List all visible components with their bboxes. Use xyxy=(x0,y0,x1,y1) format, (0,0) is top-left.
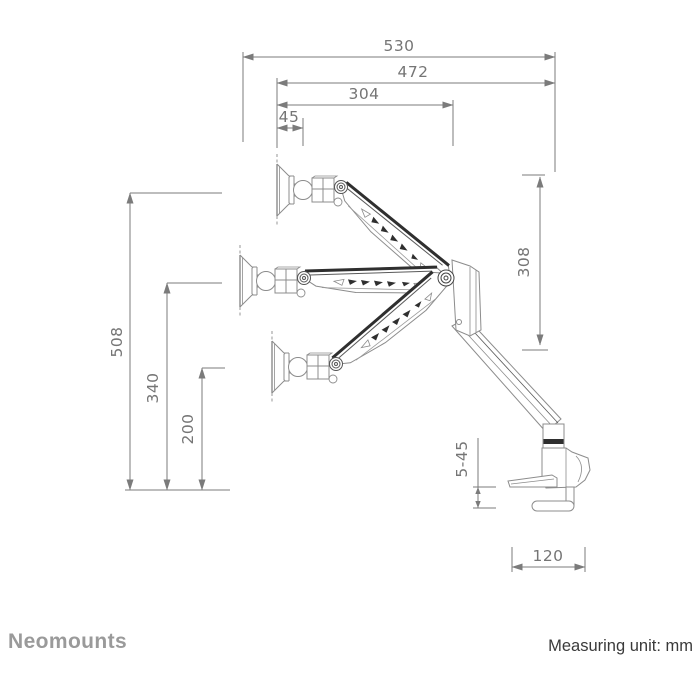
dim-vertical-range: 308 xyxy=(515,246,533,277)
dim-mid-height: 340 xyxy=(144,372,162,403)
dimension-lines xyxy=(126,53,586,571)
dim-clamp-range: 5-45 xyxy=(453,440,471,477)
monitor-head-lowered-position xyxy=(271,330,344,404)
dimension-labels: 530 472 304 45 120 508 340 200 308 5-45 xyxy=(108,37,563,565)
measuring-unit-label: Measuring unit: mm xyxy=(548,637,693,655)
desk-clamp-base xyxy=(451,317,591,512)
elbow-pivot xyxy=(437,269,455,287)
dim-max-height: 508 xyxy=(108,326,126,357)
dim-base-depth: 120 xyxy=(532,547,563,565)
neomounts-logo: Neomounts xyxy=(8,630,128,653)
dim-extended-width: 472 xyxy=(397,63,428,81)
dim-vesa-offset: 45 xyxy=(279,108,300,126)
dim-arm-span: 304 xyxy=(348,85,379,103)
extension-lines xyxy=(125,52,586,572)
monitor-head-middle-position xyxy=(239,244,312,318)
dim-overall-width: 530 xyxy=(383,37,414,55)
elbow-housing xyxy=(451,259,482,337)
dim-min-height: 200 xyxy=(179,413,197,444)
monitor-head-raised-position xyxy=(276,153,349,227)
